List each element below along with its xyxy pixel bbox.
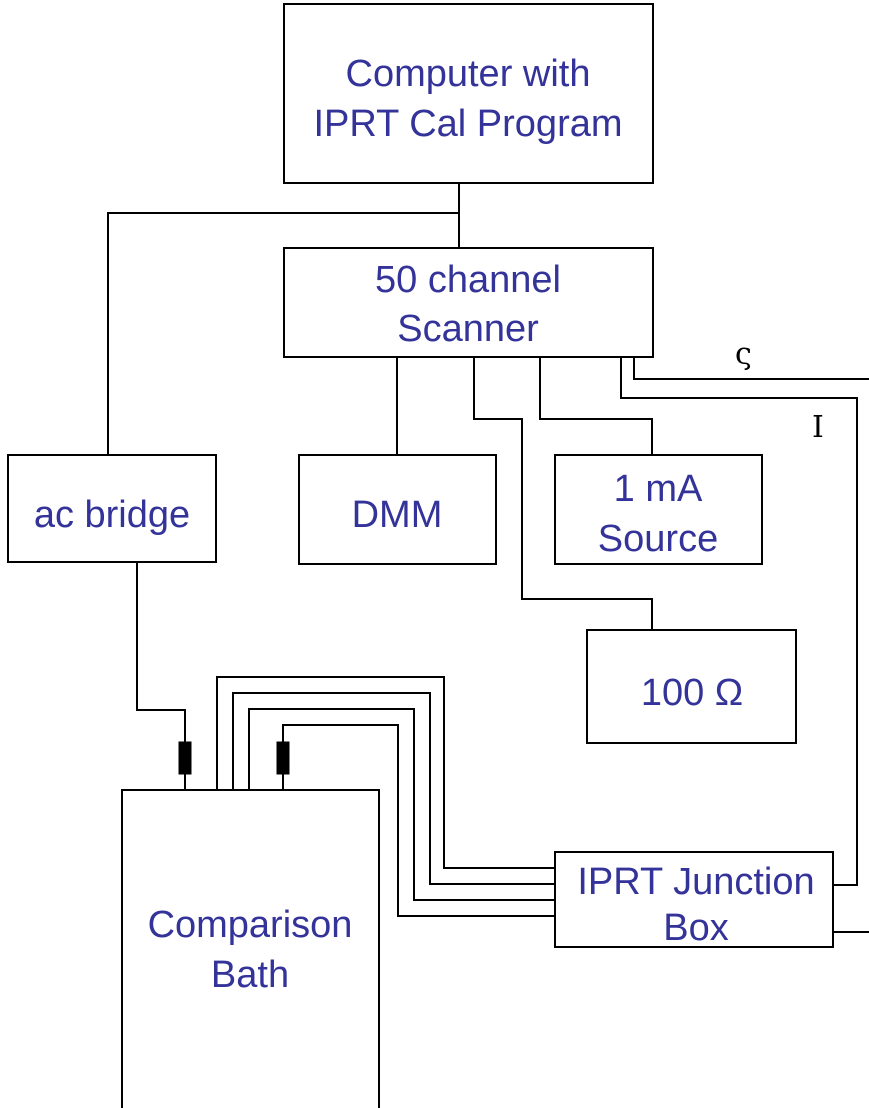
scanner-to-junction-box-current-wire — [620, 357, 858, 886]
computer-to-ac-bridge-wire — [107, 212, 459, 455]
source-box: 1 mA Source — [554, 454, 763, 565]
computer-box: Computer with IPRT Cal Program — [283, 3, 654, 184]
bath-lead-3 — [248, 708, 555, 901]
bath-connector-right — [276, 741, 290, 775]
bath-connector-left — [178, 741, 192, 775]
computer-label-line1: Computer with — [346, 53, 591, 95]
current-signal-label: I — [812, 410, 824, 445]
scanner-to-source-wire — [539, 357, 653, 455]
bath-lead-1 — [216, 676, 555, 869]
ac-bridge-to-bath-wire — [136, 562, 186, 790]
bath-label-line2: Bath — [211, 954, 289, 996]
scanner-label-line1: 50 channel — [375, 259, 561, 301]
scanner-box: 50 channel Scanner — [283, 247, 654, 358]
voltage-signal-label: ς — [735, 337, 752, 372]
scanner-to-junction-box-voltage-wire — [633, 357, 869, 380]
bath-box: Comparison Bath — [121, 789, 380, 1108]
scanner-to-resistor-wire — [473, 357, 653, 630]
junction-box-label-line1: IPRT Junction — [577, 861, 814, 903]
dmm-label: DMM — [352, 494, 443, 536]
bath-label-line1: Comparison — [148, 904, 353, 946]
source-label-line2: Source — [598, 518, 718, 560]
resistor-box: 100 Ω — [586, 629, 797, 744]
source-label-line1: 1 mA — [614, 468, 703, 510]
junction-box-label-line2: Box — [663, 907, 728, 949]
computer-label-line2: IPRT Cal Program — [313, 103, 622, 145]
ac-bridge-box: ac bridge — [7, 454, 217, 563]
resistor-label: 100 Ω — [641, 672, 743, 714]
bath-lead-2 — [232, 692, 555, 885]
dmm-box: DMM — [298, 454, 497, 565]
wires — [107, 183, 869, 933]
ac-bridge-label: ac bridge — [34, 494, 190, 536]
junction-box: IPRT Junction Box — [554, 851, 834, 949]
scanner-label-line2: Scanner — [397, 308, 539, 350]
